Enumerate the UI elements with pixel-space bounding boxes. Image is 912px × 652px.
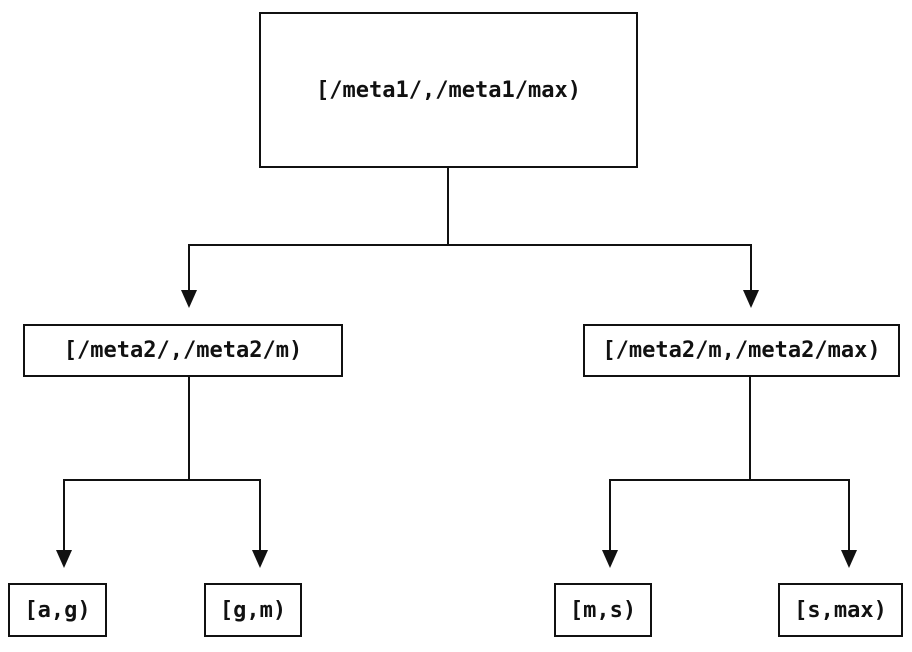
arrowhead-to-leaf-ms-icon xyxy=(602,550,618,568)
node-leaf-smax-label: [s,max) xyxy=(794,597,887,623)
arrowhead-to-right-child-icon xyxy=(743,290,759,308)
connector-left-drop-a xyxy=(63,479,65,550)
node-leaf-smax: [s,max) xyxy=(778,583,903,637)
node-leaf-gm-label: [g,m) xyxy=(219,597,287,623)
connector-root-horizontal xyxy=(188,244,752,246)
connector-left-drop-b xyxy=(259,479,261,550)
node-root: [/meta1/,/meta1/max) xyxy=(259,12,638,168)
connector-right-stem xyxy=(749,377,751,480)
arrowhead-to-leaf-gm-icon xyxy=(252,550,268,568)
node-root-label: [/meta1/,/meta1/max) xyxy=(316,77,581,103)
connector-root-stem xyxy=(447,168,449,245)
node-leaf-ag: [a,g) xyxy=(8,583,107,637)
connector-root-drop-left xyxy=(188,244,190,290)
arrowhead-to-leaf-smax-icon xyxy=(841,550,857,568)
arrowhead-to-left-child-icon xyxy=(181,290,197,308)
node-leaf-ms-label: [m,s) xyxy=(569,597,637,623)
node-meta2-left-label: [/meta2/,/meta2/m) xyxy=(63,338,303,363)
node-meta2-right: [/meta2/m,/meta2/max) xyxy=(583,324,900,377)
connector-left-stem xyxy=(188,377,190,480)
connector-right-drop-b xyxy=(848,479,850,550)
arrowhead-to-leaf-ag-icon xyxy=(56,550,72,568)
connector-right-horizontal xyxy=(609,479,850,481)
node-meta2-left: [/meta2/,/meta2/m) xyxy=(23,324,343,377)
node-leaf-ag-label: [a,g) xyxy=(24,597,91,623)
node-leaf-gm: [g,m) xyxy=(204,583,302,637)
connector-right-drop-a xyxy=(609,479,611,550)
node-meta2-right-label: [/meta2/m,/meta2/max) xyxy=(602,338,881,363)
node-leaf-ms: [m,s) xyxy=(554,583,652,637)
connector-root-drop-right xyxy=(750,244,752,290)
connector-left-horizontal xyxy=(63,479,261,481)
